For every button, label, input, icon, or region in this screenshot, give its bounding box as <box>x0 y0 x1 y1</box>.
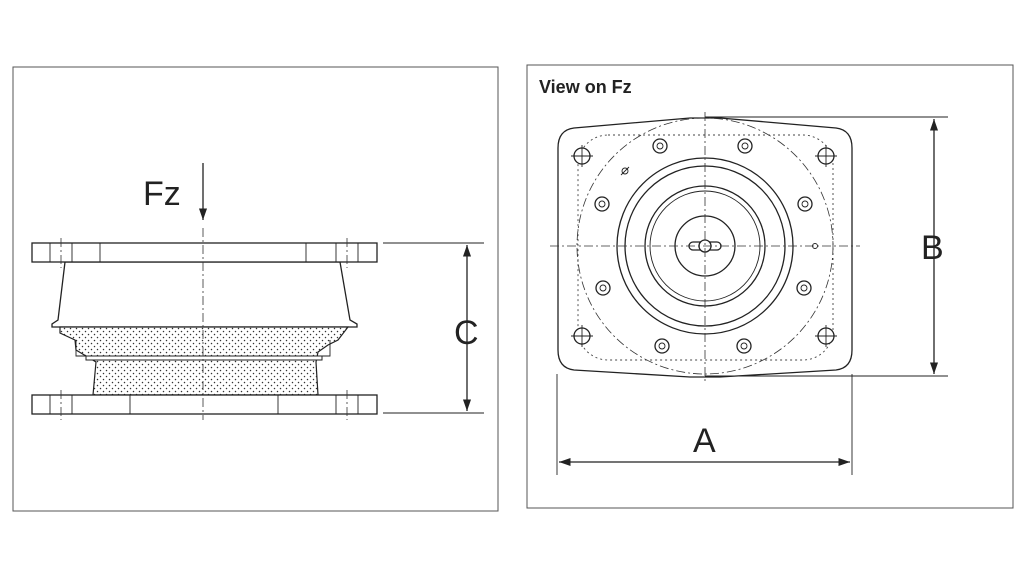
force-label: Fz <box>143 175 181 213</box>
bolt-core <box>656 142 664 150</box>
side-view-frame <box>12 66 499 512</box>
bolt-core <box>599 284 607 292</box>
bolt-core <box>801 200 809 208</box>
dimension-a-label: A <box>693 422 716 460</box>
rubber-element <box>59 326 350 396</box>
bolt-core <box>800 284 808 292</box>
small-marker-hole-slash <box>620 166 630 176</box>
hidden-outline <box>577 134 834 361</box>
dimension-c-label: C <box>454 314 479 352</box>
bolt <box>594 196 610 212</box>
bolt-core <box>658 342 666 350</box>
side-view-panel: Fz C <box>12 66 499 512</box>
view-title: View on Fz <box>539 77 632 97</box>
corner-holes <box>571 145 837 347</box>
bolt <box>796 280 812 296</box>
dimension-b-label: B <box>921 229 944 267</box>
top-view-panel: View on Fz <box>526 64 1014 509</box>
bolt <box>595 280 611 296</box>
bolt <box>797 196 813 212</box>
bolt <box>736 338 752 354</box>
bolt-core <box>598 200 606 208</box>
inner-ring <box>85 355 323 361</box>
mount-upper-housing <box>51 261 358 328</box>
bolt-core <box>740 342 748 350</box>
bottom-flange <box>31 394 378 415</box>
top-view-frame <box>526 64 1014 509</box>
bolt <box>652 138 668 154</box>
top-flange <box>31 242 378 263</box>
bolt <box>654 338 670 354</box>
bolt-ring <box>594 138 813 354</box>
small-marker-hole <box>621 167 629 175</box>
bolt <box>737 138 753 154</box>
small-marker-hole <box>812 243 818 249</box>
bolt-core <box>741 142 749 150</box>
